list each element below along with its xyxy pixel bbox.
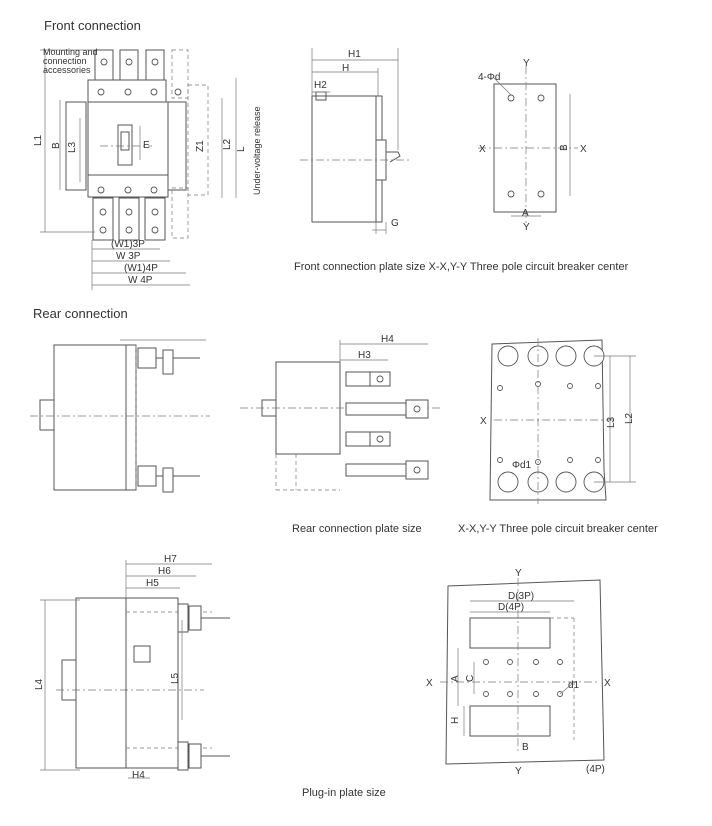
mounting-label-2: connection: [43, 56, 87, 66]
axis-X-left: X: [479, 144, 486, 155]
dim-B-plugin: B: [522, 742, 529, 753]
front-plate-caption: Front connection plate size X-X,Y-Y Thre…: [294, 261, 629, 273]
dim-W1-4P: (W1)4P: [124, 263, 158, 274]
plugin-side-view-labels: H7 H6 H5 L4 L5 H4: [34, 554, 181, 781]
axis-Y-bottom-plugin: Y: [515, 766, 522, 777]
dim-H6: H6: [158, 566, 171, 577]
mounting-label-1: Mounting and: [43, 47, 98, 57]
rear-plate-drawing: [240, 340, 440, 491]
dim-D3P: D(3P): [508, 591, 534, 602]
axis-X-rear: X: [480, 416, 487, 427]
front-view-labels: Mounting and connection accessories L1 B…: [33, 47, 262, 286]
plugin-plate-caption: Plug-in plate size: [302, 787, 386, 799]
axis-X-right: X: [580, 144, 587, 155]
front-plate-drawing: [478, 66, 578, 226]
under-voltage-label: Under-voltage release: [252, 106, 262, 195]
dim-B: B: [51, 142, 62, 149]
rear-center-caption: X-X,Y-Y Three pole circuit breaker cente…: [458, 523, 658, 535]
dim-L3: L3: [67, 141, 78, 153]
dim-W-3P: W 3P: [116, 251, 141, 262]
dim-L: L: [236, 146, 247, 152]
dim-L1: L1: [33, 134, 44, 146]
dim-B-plate: B: [559, 144, 570, 151]
dim-4P-plugin: (4P): [586, 764, 605, 775]
dim-A-plate: A: [522, 208, 529, 219]
dim-H: H: [342, 63, 349, 74]
rear-center-labels: X L3 L2 Φd1: [480, 412, 635, 471]
rear-center-drawing: [489, 338, 636, 504]
dim-d1-rear: Φd1: [512, 460, 532, 471]
plugin-plate-drawing: [440, 578, 605, 765]
dim-D4P: D(4P): [498, 602, 524, 613]
axis-Y-top: Y: [523, 58, 530, 69]
front-plate-labels: 4-Φd Y X X B A Y: [478, 58, 587, 233]
mounting-label-3: accessories: [43, 65, 91, 75]
dim-H7: H7: [164, 554, 177, 565]
dim-L3-rear: L3: [606, 416, 617, 428]
front-view-drawing: [40, 49, 237, 290]
dim-H5: H5: [146, 578, 159, 589]
axis-X-left-plugin: X: [426, 678, 433, 689]
dim-L5: L5: [170, 672, 181, 684]
rear-plate-labels: H4 H3: [358, 334, 394, 361]
dim-Z1: Z1: [195, 140, 206, 152]
front-side-view-labels: H1 H H2 G: [314, 49, 399, 229]
hole-label: 4-Φd: [478, 72, 500, 83]
rear-plate-caption: Rear connection plate size: [292, 523, 422, 535]
dim-G: G: [391, 218, 399, 229]
axis-Y-top-plugin: Y: [515, 568, 522, 579]
dim-H4-rear: H4: [381, 334, 394, 345]
dim-W1-3P: (W1)3P: [111, 239, 145, 250]
dim-d1-plugin: d1: [568, 680, 580, 691]
axis-Y-bottom: Y: [523, 222, 530, 233]
dim-L2: L2: [222, 138, 233, 150]
dim-H4-plugin: H4: [132, 770, 145, 781]
dim-H3-rear: H3: [358, 350, 371, 361]
plugin-plate-labels: Y D(3P) D(4P) X X A C H d1 B Y (4P): [426, 568, 611, 777]
plugin-side-view-drawing: [40, 560, 230, 779]
dim-C-plugin: C: [465, 675, 476, 682]
dim-H-plugin: H: [450, 717, 461, 724]
rear-connection-title: Rear connection: [33, 306, 128, 321]
front-side-view-drawing: [300, 48, 412, 234]
dim-A-plugin: A: [450, 675, 461, 682]
dim-L4: L4: [34, 678, 45, 690]
dim-E: E: [143, 140, 150, 151]
front-connection-title: Front connection: [44, 18, 141, 33]
dim-L2-rear: L2: [624, 412, 635, 424]
dim-H2: H2: [314, 80, 327, 91]
dim-W-4P: W 4P: [128, 275, 153, 286]
axis-X-right-plugin: X: [604, 678, 611, 689]
dim-H1: H1: [348, 49, 361, 60]
rear-side-view-drawing: [30, 339, 210, 493]
